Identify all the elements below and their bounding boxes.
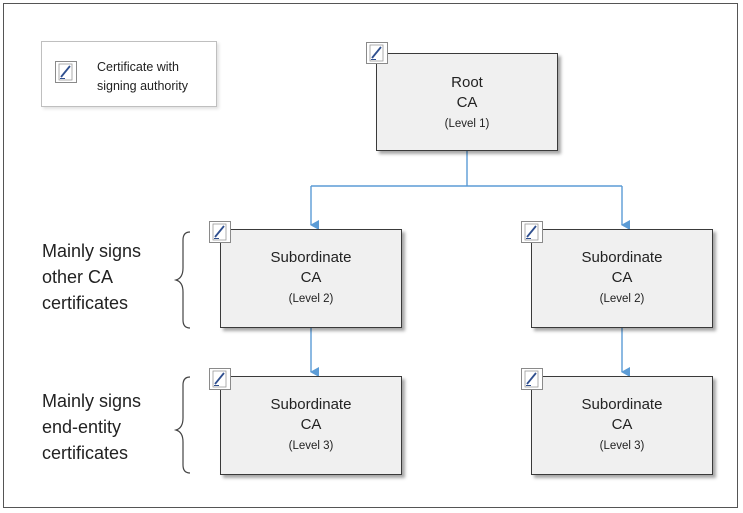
pen-on-paper-icon: [521, 368, 543, 390]
root-ca-box: Root CA (Level 1): [376, 53, 558, 151]
side-label-line: Mainly signs: [42, 391, 142, 411]
node-subtitle: CA: [611, 416, 633, 433]
legend-text: Certificate with signing authority: [97, 60, 189, 93]
node-title: Subordinate: [581, 396, 663, 413]
level3-right-box: Subordinate CA (Level 3): [531, 376, 713, 475]
node-title: Subordinate: [270, 396, 352, 413]
node-level: (Level 3): [288, 440, 334, 452]
node-level: (Level 1): [444, 118, 490, 130]
pen-on-paper-icon: [209, 368, 231, 390]
node-title: Subordinate: [581, 249, 663, 266]
side-label-line: Mainly signs: [42, 241, 142, 261]
node-level: (Level 2): [288, 293, 334, 305]
pen-on-paper-icon: [209, 221, 231, 243]
node-title: Root: [451, 74, 483, 91]
node-subtitle: CA: [611, 269, 633, 286]
node-level: (Level 2): [599, 293, 645, 305]
node-level: (Level 3): [599, 440, 645, 452]
side-label-upper: Mainly signs other CA certificates: [42, 238, 141, 316]
pen-on-paper-icon: [521, 221, 543, 243]
side-label-lower: Mainly signs end-entity certificates: [42, 388, 141, 466]
legend: Certificate with signing authority: [41, 41, 217, 107]
level3-left-box: Subordinate CA (Level 3): [220, 376, 402, 475]
node-subtitle: CA: [300, 269, 322, 286]
side-label-line: certificates: [42, 443, 129, 463]
side-label-line: certificates: [42, 293, 129, 313]
node-subtitle: CA: [456, 94, 478, 111]
node-subtitle: CA: [300, 416, 322, 433]
side-label-line: end-entity: [42, 417, 122, 437]
pen-on-paper-icon: [55, 61, 77, 83]
level2-left-box: Subordinate CA (Level 2): [220, 229, 402, 328]
pen-on-paper-icon: [366, 42, 388, 64]
node-title: Subordinate: [270, 249, 352, 266]
level2-right-box: Subordinate CA (Level 2): [531, 229, 713, 328]
side-label-line: other CA: [42, 267, 114, 287]
